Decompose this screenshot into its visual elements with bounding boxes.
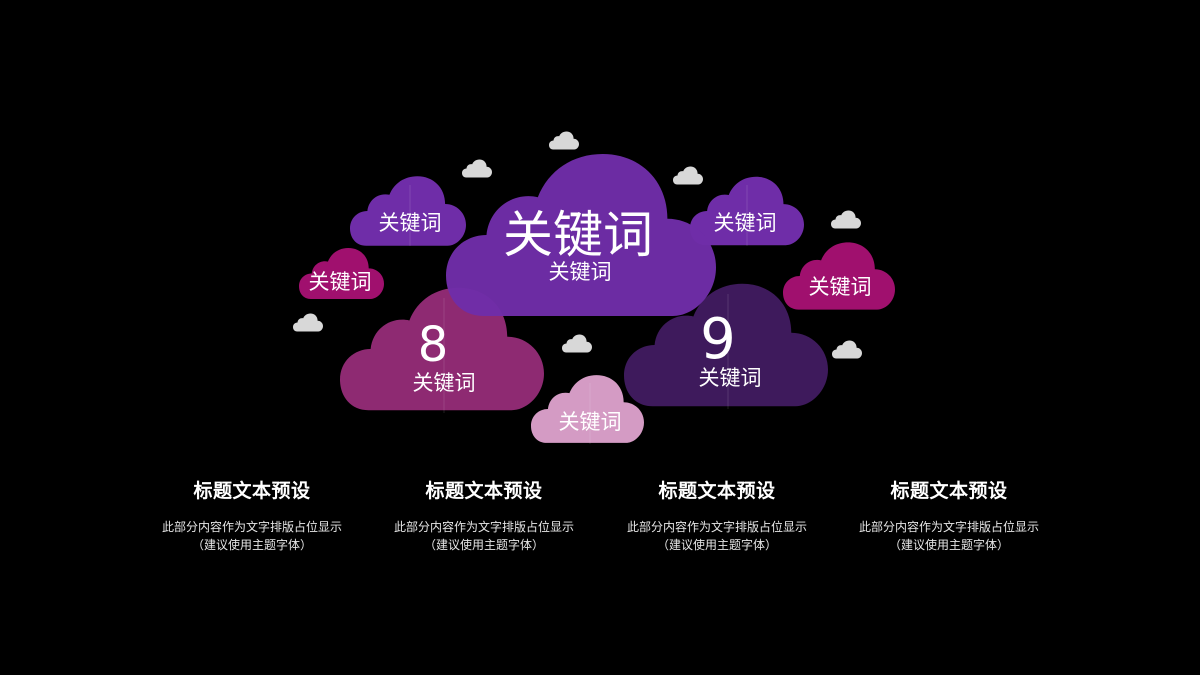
card-body-line: 此部分内容作为文字排版占位显示 [393, 520, 574, 534]
cloud-label: 关键词 [714, 211, 777, 235]
card-body-line: 此部分内容作为文字排版占位显示 [161, 520, 342, 534]
small-cloud-icon [549, 131, 579, 150]
cloud-number: 8 [418, 317, 449, 373]
card-body: 此部分内容作为文字排版占位显示 （建议使用主题字体） [136, 518, 368, 554]
card-title: 标题文本预设 [890, 480, 1008, 502]
card-title: 标题文本预设 [425, 480, 543, 502]
top-right-cloud: 关键词 [690, 176, 804, 246]
small-cloud-icon [832, 340, 862, 359]
left-small-cloud: 关键词 [299, 248, 384, 299]
text-card-1: 标题文本预设 此部分内容作为文字排版占位显示 （建议使用主题字体） [136, 478, 368, 554]
center-big-label: 关键词 [503, 206, 653, 264]
card-body-line: （建议使用主题字体） [423, 538, 544, 552]
small-cloud-icon [462, 159, 492, 178]
small-cloud-icon [673, 166, 703, 185]
cloud-label: 关键词 [379, 211, 442, 235]
number-cloud-left: 8 关键词 [340, 287, 544, 413]
card-body: 此部分内容作为文字排版占位显示 （建议使用主题字体） [833, 518, 1065, 554]
cloud-number: 9 [700, 307, 736, 372]
center-small-label: 关键词 [549, 260, 612, 284]
top-left-cloud: 关键词 [350, 176, 466, 246]
card-body-line: （建议使用主题字体） [191, 538, 312, 552]
card-body-line: （建议使用主题字体） [888, 538, 1009, 552]
number-cloud-right: 9 关键词 [624, 283, 828, 409]
center-cloud: 关键词 关键词 [446, 154, 716, 316]
bottom-cloud: 关键词 [531, 375, 644, 444]
text-card-2: 标题文本预设 此部分内容作为文字排版占位显示 （建议使用主题字体） [368, 478, 600, 554]
cloud-label: 关键词 [809, 275, 872, 299]
card-title: 标题文本预设 [658, 480, 776, 502]
card-body-line: （建议使用主题字体） [656, 538, 777, 552]
small-cloud-icon [831, 210, 861, 229]
small-cloud-icon [293, 313, 323, 332]
cloud-label: 关键词 [559, 410, 622, 434]
small-cloud-icon [562, 334, 592, 353]
text-card-3: 标题文本预设 此部分内容作为文字排版占位显示 （建议使用主题字体） [601, 478, 833, 554]
cloud-label: 关键词 [699, 366, 762, 390]
card-title: 标题文本预设 [193, 480, 311, 502]
text-card-4: 标题文本预设 此部分内容作为文字排版占位显示 （建议使用主题字体） [833, 478, 1065, 554]
right-cloud: 关键词 [783, 242, 895, 310]
card-body-line: 此部分内容作为文字排版占位显示 [626, 520, 807, 534]
cloud-label: 关键词 [413, 371, 476, 395]
card-body: 此部分内容作为文字排版占位显示 （建议使用主题字体） [368, 518, 600, 554]
card-body: 此部分内容作为文字排版占位显示 （建议使用主题字体） [601, 518, 833, 554]
cloud-label: 关键词 [309, 270, 372, 294]
card-body-line: 此部分内容作为文字排版占位显示 [858, 520, 1039, 534]
